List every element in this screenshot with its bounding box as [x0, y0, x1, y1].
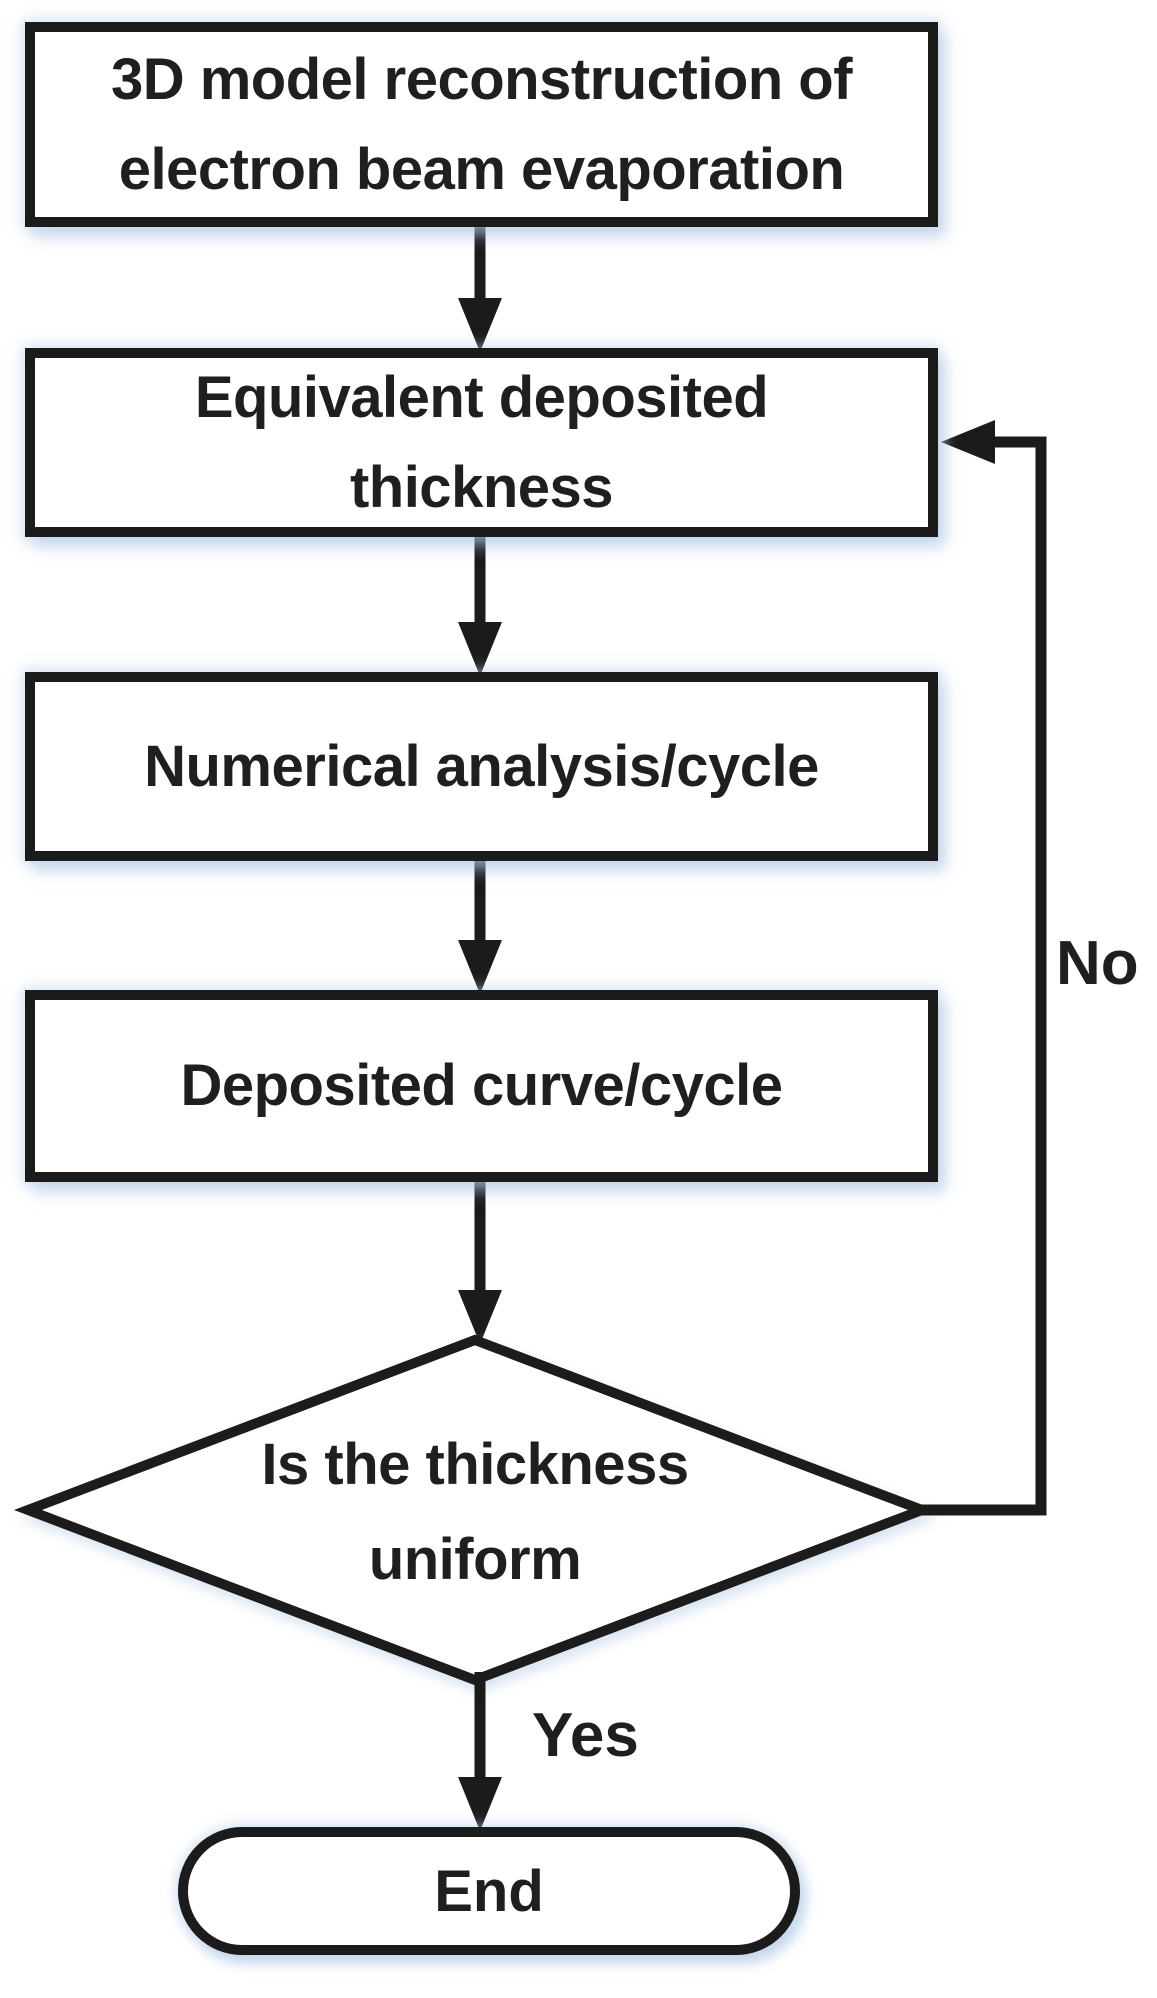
- node-uniform-decision-line1: Is the thickness: [261, 1432, 689, 1497]
- node-deposited-curve-line1: Deposited curve/cycle: [180, 1053, 783, 1118]
- no-edge-label: No: [1056, 929, 1139, 998]
- node-equivalent-thickness: Equivalent deposited thickness: [25, 348, 938, 537]
- node-reconstruction-line2: electron beam evaporation: [118, 136, 845, 202]
- arrow-numerical-to-curve: [458, 856, 502, 994]
- node-deposited-curve: Deposited curve/cycle: [25, 990, 938, 1182]
- arrowhead-down-icon: [458, 1777, 502, 1831]
- arrowhead-down-icon: [458, 1290, 502, 1344]
- node-end-line1: End: [434, 1858, 544, 1924]
- arrow-curve-to-decision: [458, 1177, 502, 1344]
- arrowhead-down-icon: [458, 298, 502, 352]
- node-reconstruction: 3D model reconstruction of electron beam…: [25, 22, 938, 227]
- arrowhead-down-icon: [458, 940, 502, 994]
- node-numerical-analysis-line1: Numerical analysis/cycle: [144, 733, 819, 799]
- arrow-thickness-to-numerical: [458, 532, 502, 676]
- arrow-decision-to-end: [458, 1672, 502, 1831]
- node-equivalent-thickness-line1: Equivalent deposited: [194, 364, 769, 430]
- arrow-reconstruction-to-thickness: [458, 222, 502, 352]
- arrowhead-down-icon: [458, 622, 502, 676]
- node-uniform-decision-text: Is the thickness uniform: [175, 1417, 775, 1607]
- arrow-no-feedback-loop: [916, 420, 1047, 1516]
- node-reconstruction-line1: 3D model reconstruction of: [110, 46, 853, 112]
- node-equivalent-thickness-line2: thickness: [349, 454, 614, 520]
- yes-edge-label: Yes: [532, 1701, 639, 1770]
- arrowhead-left-icon: [941, 420, 995, 464]
- node-numerical-analysis: Numerical analysis/cycle: [25, 672, 938, 861]
- node-end: End: [178, 1827, 800, 1955]
- node-uniform-decision-line2: uniform: [368, 1527, 582, 1592]
